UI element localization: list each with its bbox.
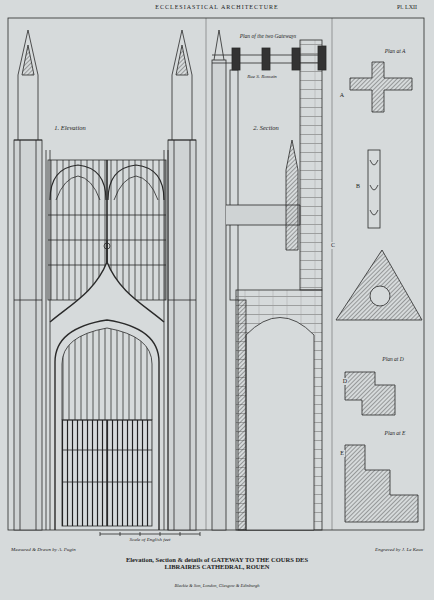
line-work — [246, 318, 314, 531]
line-work — [292, 48, 300, 70]
line-work — [332, 18, 333, 530]
line-work — [190, 140, 191, 530]
line-work — [100, 532, 200, 536]
line-work — [8, 18, 424, 530]
line-work — [104, 243, 110, 249]
plan-title: Plan at D — [381, 356, 404, 362]
line-work — [370, 160, 378, 215]
line-work — [232, 48, 240, 70]
line-work — [106, 420, 108, 526]
line-work — [36, 140, 37, 530]
line-work — [238, 300, 246, 530]
line-work — [22, 45, 34, 75]
callout-letter: B — [355, 183, 361, 190]
line-work — [318, 46, 326, 70]
line-work — [20, 140, 21, 530]
credit: Measured & Drawn by A. Pugin — [10, 547, 77, 553]
line-work — [206, 18, 207, 530]
line-work — [345, 445, 418, 522]
line-work — [164, 150, 165, 530]
line-work — [262, 48, 270, 70]
line-work — [336, 250, 422, 320]
plan-title: Plan at A — [384, 48, 407, 54]
credit: Engraved by J. Le Keux — [374, 547, 424, 553]
line-work — [286, 140, 298, 250]
view-title: 1. Elevation — [53, 124, 86, 131]
line-work — [236, 290, 322, 530]
view-title: 2. Section — [252, 124, 280, 131]
line-work — [168, 150, 169, 530]
line-work — [100, 534, 200, 535]
line-work — [55, 320, 159, 530]
line-work — [214, 30, 224, 60]
line-work — [350, 62, 412, 112]
plate-caption: Elevation, Section & details of GATEWAY … — [116, 556, 318, 570]
line-work — [50, 262, 164, 322]
line-work — [8, 18, 424, 536]
plate-number: Pl. LXII — [396, 4, 418, 11]
line-work — [212, 60, 226, 530]
line-work — [172, 30, 192, 140]
line-work — [370, 286, 390, 306]
street-name: Rue S. Romain — [246, 74, 278, 80]
plan-title: Plan of the two Gateways — [239, 33, 298, 39]
line-work — [46, 150, 47, 530]
callout-letter: C — [330, 242, 336, 249]
line-work — [62, 420, 152, 526]
line-work — [300, 40, 322, 290]
line-work — [62, 328, 152, 420]
callout-letter: A — [339, 92, 345, 99]
plan-title: Plan at E — [384, 430, 407, 436]
line-work — [230, 70, 238, 300]
line-work — [14, 140, 42, 530]
line-work — [174, 140, 175, 530]
plate-title: ECCLESIASTICAL ARCHITECTURE — [154, 4, 279, 11]
callout-letter: D — [342, 378, 348, 385]
line-work — [50, 150, 51, 530]
line-work — [368, 150, 380, 228]
line-work — [176, 45, 188, 75]
callout-letter: E — [339, 450, 345, 457]
scale-label: Scale of English feet — [129, 537, 172, 543]
line-work — [345, 372, 395, 415]
line-work — [18, 30, 38, 140]
line-work — [168, 140, 196, 530]
publisher: Blackie & Son, London, Glasgow & Edinbur… — [173, 584, 260, 589]
